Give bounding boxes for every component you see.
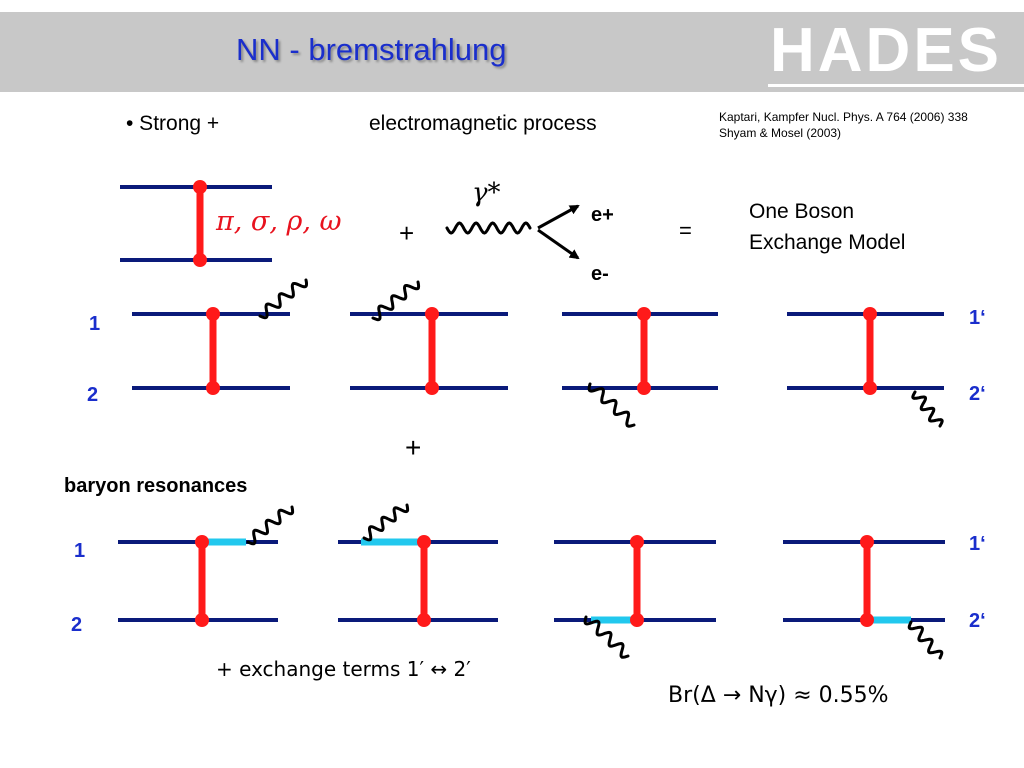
meson-labels: π, σ, ρ, ω (216, 206, 342, 237)
row1-photon-2 (371, 280, 421, 322)
row2-label-2prime: 2‘ (969, 610, 986, 632)
row1-diagram-4-exchange-vertex-bottom (863, 381, 877, 395)
row2-diagram-1-exchange-vertex-top (195, 535, 209, 549)
branching-ratio: Br(Δ → Nγ) ≈ 0.55% (668, 683, 889, 708)
row1-diagram-4-exchange-vertex-top (863, 307, 877, 321)
row1-label-2prime: 2‘ (969, 383, 986, 405)
reference-1: Kaptari, Kampfer Nucl. Phys. A 764 (2006… (719, 110, 968, 124)
model-line-2: Exchange Model (749, 231, 906, 254)
obe-meson-exchange-vertex-top (193, 180, 207, 194)
row1-diagram-3-exchange-vertex-top (637, 307, 651, 321)
equals-sign: = (679, 218, 692, 243)
row1-photon-1 (258, 278, 308, 320)
intro-strong: • Strong + (126, 112, 220, 135)
row2-diagram-1-exchange-vertex-bottom (195, 613, 209, 627)
row2-photon-4 (907, 620, 944, 660)
row2-label-2: 2 (71, 614, 83, 636)
reference-2: Shyam & Mosel (2003) (719, 126, 842, 140)
row1-photon-4 (911, 390, 944, 428)
row1-diagram-1-exchange-vertex-bottom (206, 381, 220, 395)
top-plus: + (399, 218, 415, 248)
hades-logo-text: HADES (770, 16, 1003, 85)
row1-diagram-1-exchange-vertex-top (206, 307, 220, 321)
row2-diagram-2-exchange-vertex-bottom (417, 613, 431, 627)
logo-underline (768, 84, 1024, 87)
row2-photon-3 (583, 615, 630, 659)
row2-diagram-2-exchange-vertex-top (417, 535, 431, 549)
virtual-photon (445, 221, 532, 235)
row2-label-1: 1 (74, 540, 86, 562)
row1-label-1prime: 1‘ (969, 307, 986, 329)
row2-photon-1 (246, 505, 295, 546)
exchange-terms: + exchange terms 1′ ↔ 2′ (216, 657, 471, 681)
virtual-photon-label: γ* (472, 178, 501, 208)
row2-diagram-3-exchange-vertex-top (630, 535, 644, 549)
baryon-resonances-label: baryon resonances (64, 475, 248, 497)
electron-label: e- (591, 263, 609, 285)
row2-label-1prime: 1‘ (969, 533, 986, 555)
rows-plus: + (405, 432, 422, 463)
row1-diagram-2-exchange-vertex-top (425, 307, 439, 321)
row1-photon-3 (587, 382, 636, 428)
intro-em-process: electromagnetic process (369, 112, 597, 135)
row1-diagram-2-exchange-vertex-bottom (425, 381, 439, 395)
positron-label: e+ (591, 204, 614, 226)
row2-diagram-4-exchange-vertex-bottom (860, 613, 874, 627)
row1-label-2: 2 (87, 384, 99, 406)
row1-diagram-3-exchange-vertex-bottom (637, 381, 651, 395)
row2-diagram-3-exchange-vertex-bottom (630, 613, 644, 627)
obe-meson-exchange-vertex-bottom (193, 253, 207, 267)
electron-arrow (537, 228, 580, 260)
hades-logo (762, 12, 1024, 92)
row2-diagram-4-exchange-vertex-top (860, 535, 874, 549)
positron-arrow (537, 204, 580, 230)
model-line-1: One Boson (749, 200, 855, 223)
row1-label-1: 1 (89, 313, 101, 335)
row2-photon-2 (362, 503, 410, 542)
slide-title: NN - bremstrahlung (236, 32, 507, 67)
